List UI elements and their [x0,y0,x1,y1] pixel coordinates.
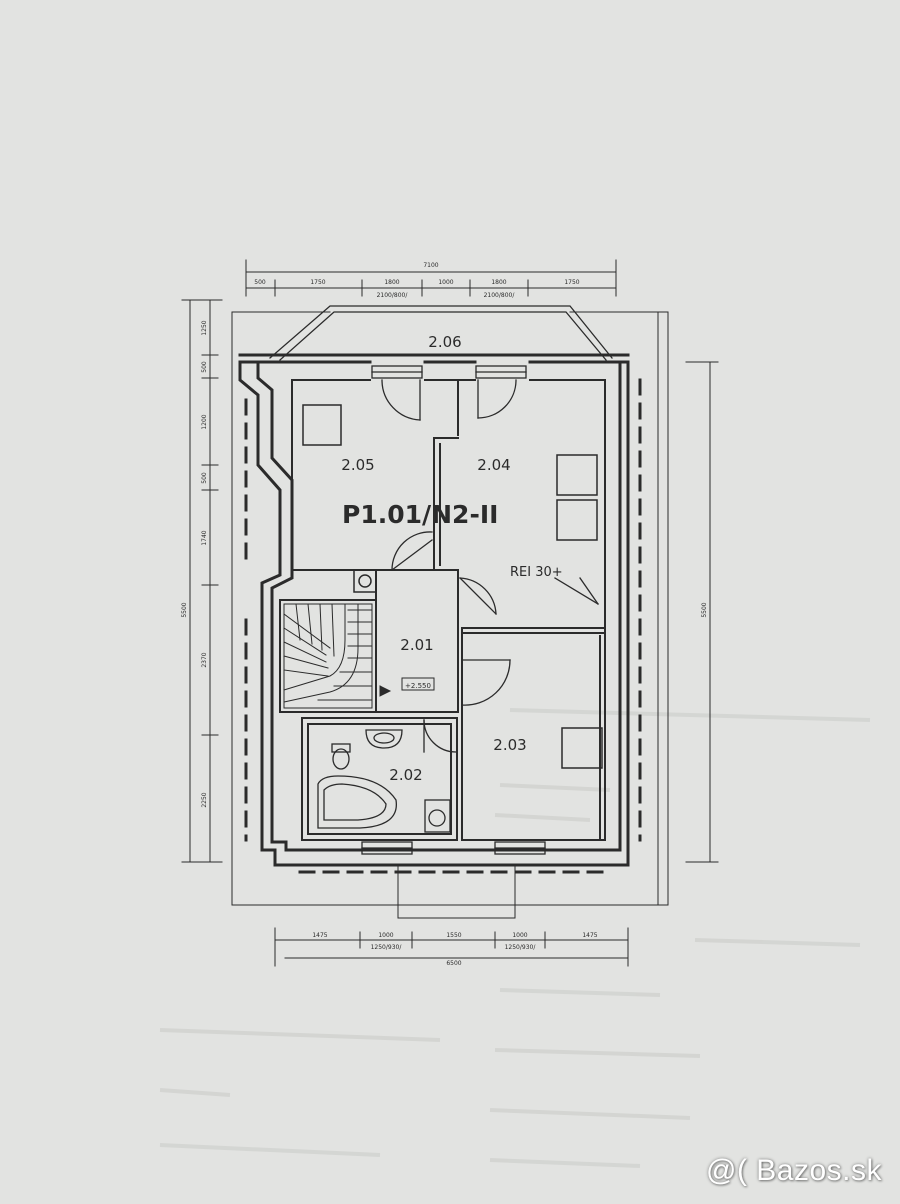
bottom-dimension-lines [274,927,629,967]
dim-bottom-seg-2: 1000 [378,932,393,939]
dim-bottom-seg-5: 1475 [582,932,597,939]
dim-bottom-window-2: 1250/930/ [505,944,537,951]
site-outline [231,311,669,919]
exterior-walls [238,353,630,867]
dim-bottom-seg-4: 1000 [512,932,527,939]
faint-title-block [159,708,871,1168]
interior-walls [279,379,606,841]
dim-top-overall: 7100 [423,262,438,269]
dim-bottom-window-1: 1250/930/ [371,944,403,951]
doors [381,379,599,753]
room-label-2-06: 2.06 [428,333,461,351]
dim-left-seg-6: 2370 [201,652,208,667]
dim-left-seg-3: 1200 [201,414,208,429]
chimney [353,569,377,593]
dim-top-seg-1: 500 [254,279,266,286]
level-mark-box [401,677,435,691]
room-label-2-05: 2.05 [341,456,374,474]
skylights [302,404,603,769]
roof-outline [269,305,613,361]
left-dimension-lines [181,299,223,863]
room-label-2-04: 2.04 [477,456,510,474]
dim-left-seg-1: 1250 [201,320,208,335]
dim-top-seg-4: 1000 [438,279,453,286]
exterior-insulation [244,378,642,874]
dim-left-seg-5: 1740 [201,530,208,545]
dim-bottom-seg-3: 1550 [446,932,461,939]
room-label-2-01: 2.01 [400,636,433,654]
bathroom-fixtures [317,729,451,833]
windows [361,365,546,855]
dim-left-overall: 5500 [181,602,188,617]
dim-left-seg-2: 500 [201,361,208,373]
room-label-2-03: 2.03 [493,736,526,754]
fire-section-label: P1.01/N2-II [342,500,498,529]
dim-bottom-overall: 6500 [446,960,461,967]
dim-left-seg-7: 2250 [201,792,208,807]
right-dimension-lines [685,361,719,863]
fire-rating-label: REI 30+ [510,565,563,580]
dim-top-window-2: 2100/800/ [484,292,516,299]
room-label-2-02: 2.02 [389,766,422,784]
dim-top-seg-3: 1800 [384,279,399,286]
staircase [283,603,392,709]
dim-right-overall: 5500 [701,602,708,617]
dim-top-seg-5: 1800 [491,279,506,286]
dim-top-seg-6: 1750 [564,279,579,286]
dim-top-window-1: 2100/800/ [377,292,409,299]
dim-top-seg-2: 1750 [310,279,325,286]
bazos-watermark: @( Bazos.sk [706,1154,882,1187]
level-mark: +2.550 [405,682,431,690]
top-dimension-lines [245,259,617,297]
dim-bottom-seg-1: 1475 [312,932,327,939]
dim-left-seg-4: 500 [201,472,208,484]
